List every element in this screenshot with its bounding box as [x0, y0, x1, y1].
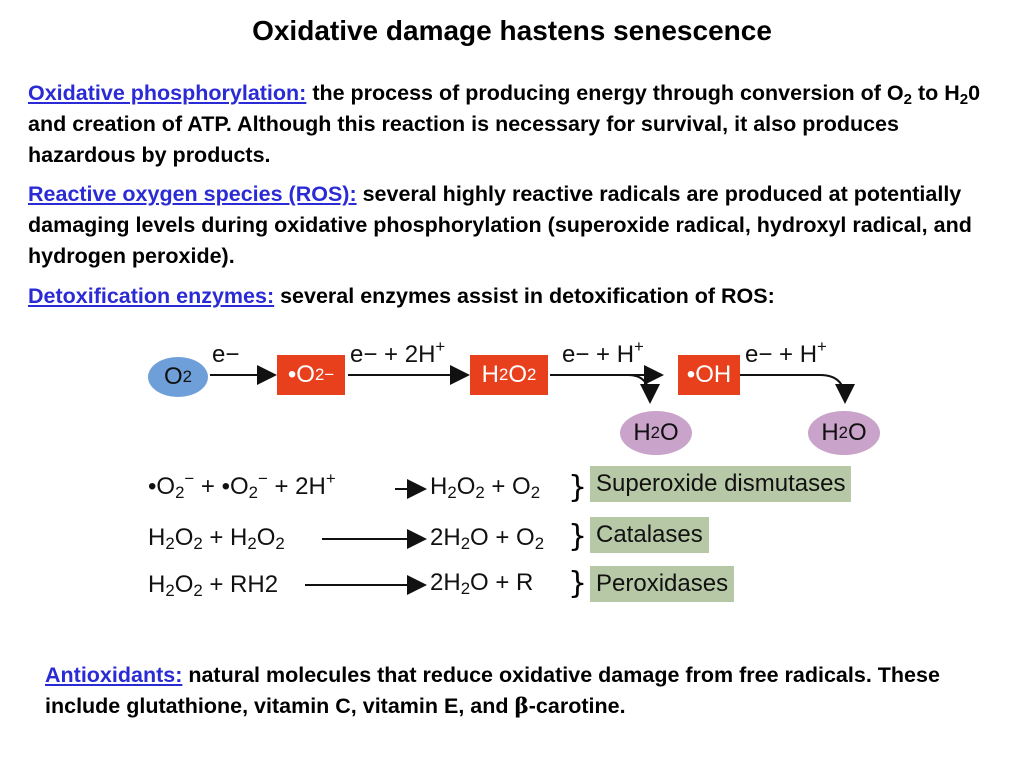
- beta-symbol: β: [514, 694, 529, 719]
- enzyme-catalases: Catalases: [590, 517, 709, 553]
- text: 2H: [430, 569, 461, 596]
- node-hydroxyl: •OH: [678, 355, 740, 395]
- text: + 2H: [267, 473, 326, 500]
- reaction1-products: H2O2 + O2: [430, 473, 540, 501]
- text: O: [174, 524, 194, 551]
- arrow-oh-water: [740, 374, 855, 404]
- text: + O: [484, 473, 531, 500]
- text: H: [148, 524, 166, 551]
- subscript: 2: [530, 483, 541, 503]
- text: 0 and creation of ATP. Although this rea…: [28, 81, 981, 167]
- subscript: 2: [460, 534, 471, 554]
- paragraph-antioxidants: Antioxidants: natural molecules that red…: [45, 660, 985, 722]
- term-ros: Reactive oxygen species (ROS):: [28, 182, 357, 206]
- paragraph-oxidative-phosphorylation: Oxidative phosphorylation: the process o…: [28, 78, 1003, 171]
- text: -carotine.: [528, 694, 626, 718]
- text: O + O: [470, 524, 535, 551]
- term-oxidative-phosphorylation: Oxidative phosphorylation:: [28, 81, 307, 105]
- label-e3: e− + H+: [562, 338, 644, 369]
- subscript: 2: [247, 534, 257, 554]
- enzyme-superoxide-dismutases: Superoxide dismutases: [590, 466, 852, 502]
- label-e1: e−: [212, 341, 240, 368]
- superscript: +: [435, 336, 446, 356]
- label: H: [481, 361, 499, 388]
- label: H: [821, 419, 839, 446]
- text: e− + H: [745, 341, 818, 368]
- text: O: [456, 473, 476, 500]
- subscript: 2: [193, 534, 203, 554]
- text: + RH2: [202, 571, 279, 598]
- text: H: [430, 473, 448, 500]
- paragraph-ros: Reactive oxygen species (ROS): several h…: [28, 179, 1003, 272]
- text: e− + 2H: [350, 341, 436, 368]
- superscript: −: [184, 468, 195, 488]
- text: natural molecules that reduce oxidative …: [45, 663, 940, 718]
- text: + H: [202, 524, 248, 551]
- reaction3-reactants: H2O2 + RH2: [148, 571, 278, 599]
- text: H: [148, 571, 166, 598]
- superscript: +: [325, 468, 336, 488]
- subscript: 2: [248, 483, 259, 503]
- subscript: 2: [175, 483, 185, 503]
- superscript: +: [817, 336, 827, 356]
- text: O: [256, 524, 276, 551]
- subscript: 2: [959, 90, 969, 108]
- label: O: [848, 419, 867, 446]
- paragraph-detoxification: Detoxification enzymes: several enzymes …: [28, 281, 1003, 312]
- subscript: 2: [475, 483, 485, 503]
- reaction1-reactants: •O2− + •O2− + 2H+: [148, 470, 336, 503]
- arrow-h2o2-water: [627, 374, 660, 404]
- page-title: Oxidative damage hastens senescence: [252, 15, 772, 46]
- enzyme-peroxidases: Peroxidases: [590, 566, 735, 602]
- text: •O: [221, 473, 249, 500]
- reaction2-reactants: H2O2 + H2O2: [148, 524, 285, 552]
- text: e− + H: [562, 341, 635, 368]
- subscript: 2: [275, 534, 285, 554]
- label-e2: e− + 2H+: [350, 338, 445, 369]
- subscript: 2: [193, 581, 203, 601]
- subscript: 2: [534, 534, 545, 554]
- brace-3: }: [568, 566, 588, 601]
- text: O: [174, 571, 194, 598]
- subscript: 2: [447, 483, 457, 503]
- text: 2H: [430, 524, 461, 551]
- subscript: 2: [460, 579, 471, 599]
- text: O + R: [470, 569, 534, 596]
- brace-2: }: [568, 519, 588, 554]
- term-detoxification-enzymes: Detoxification enzymes:: [28, 284, 275, 308]
- subscript: 2: [165, 581, 175, 601]
- subscript: 2: [165, 534, 175, 554]
- label: O: [660, 419, 679, 446]
- text: to H: [912, 81, 960, 105]
- diagram-arrows: [210, 365, 855, 595]
- text: +: [194, 473, 222, 500]
- reaction3-products: 2H2O + R: [430, 569, 533, 597]
- text: the process of producing energy through …: [306, 81, 904, 105]
- text: several enzymes assist in detoxification…: [274, 284, 775, 308]
- label: •O: [287, 361, 315, 388]
- label: O: [508, 361, 527, 388]
- label-e4: e− + H+: [745, 338, 827, 369]
- subscript: 2: [903, 90, 912, 108]
- label: O: [163, 363, 183, 390]
- text: several highly reactive radicals are pro…: [28, 182, 972, 268]
- superscript: −: [258, 468, 268, 488]
- text: •O: [148, 473, 176, 500]
- label: H: [633, 419, 651, 446]
- brace-1: }: [568, 470, 588, 505]
- term-antioxidants: Antioxidants:: [45, 663, 183, 687]
- superscript: +: [634, 336, 644, 356]
- reaction2-products: 2H2O + O2: [430, 524, 544, 552]
